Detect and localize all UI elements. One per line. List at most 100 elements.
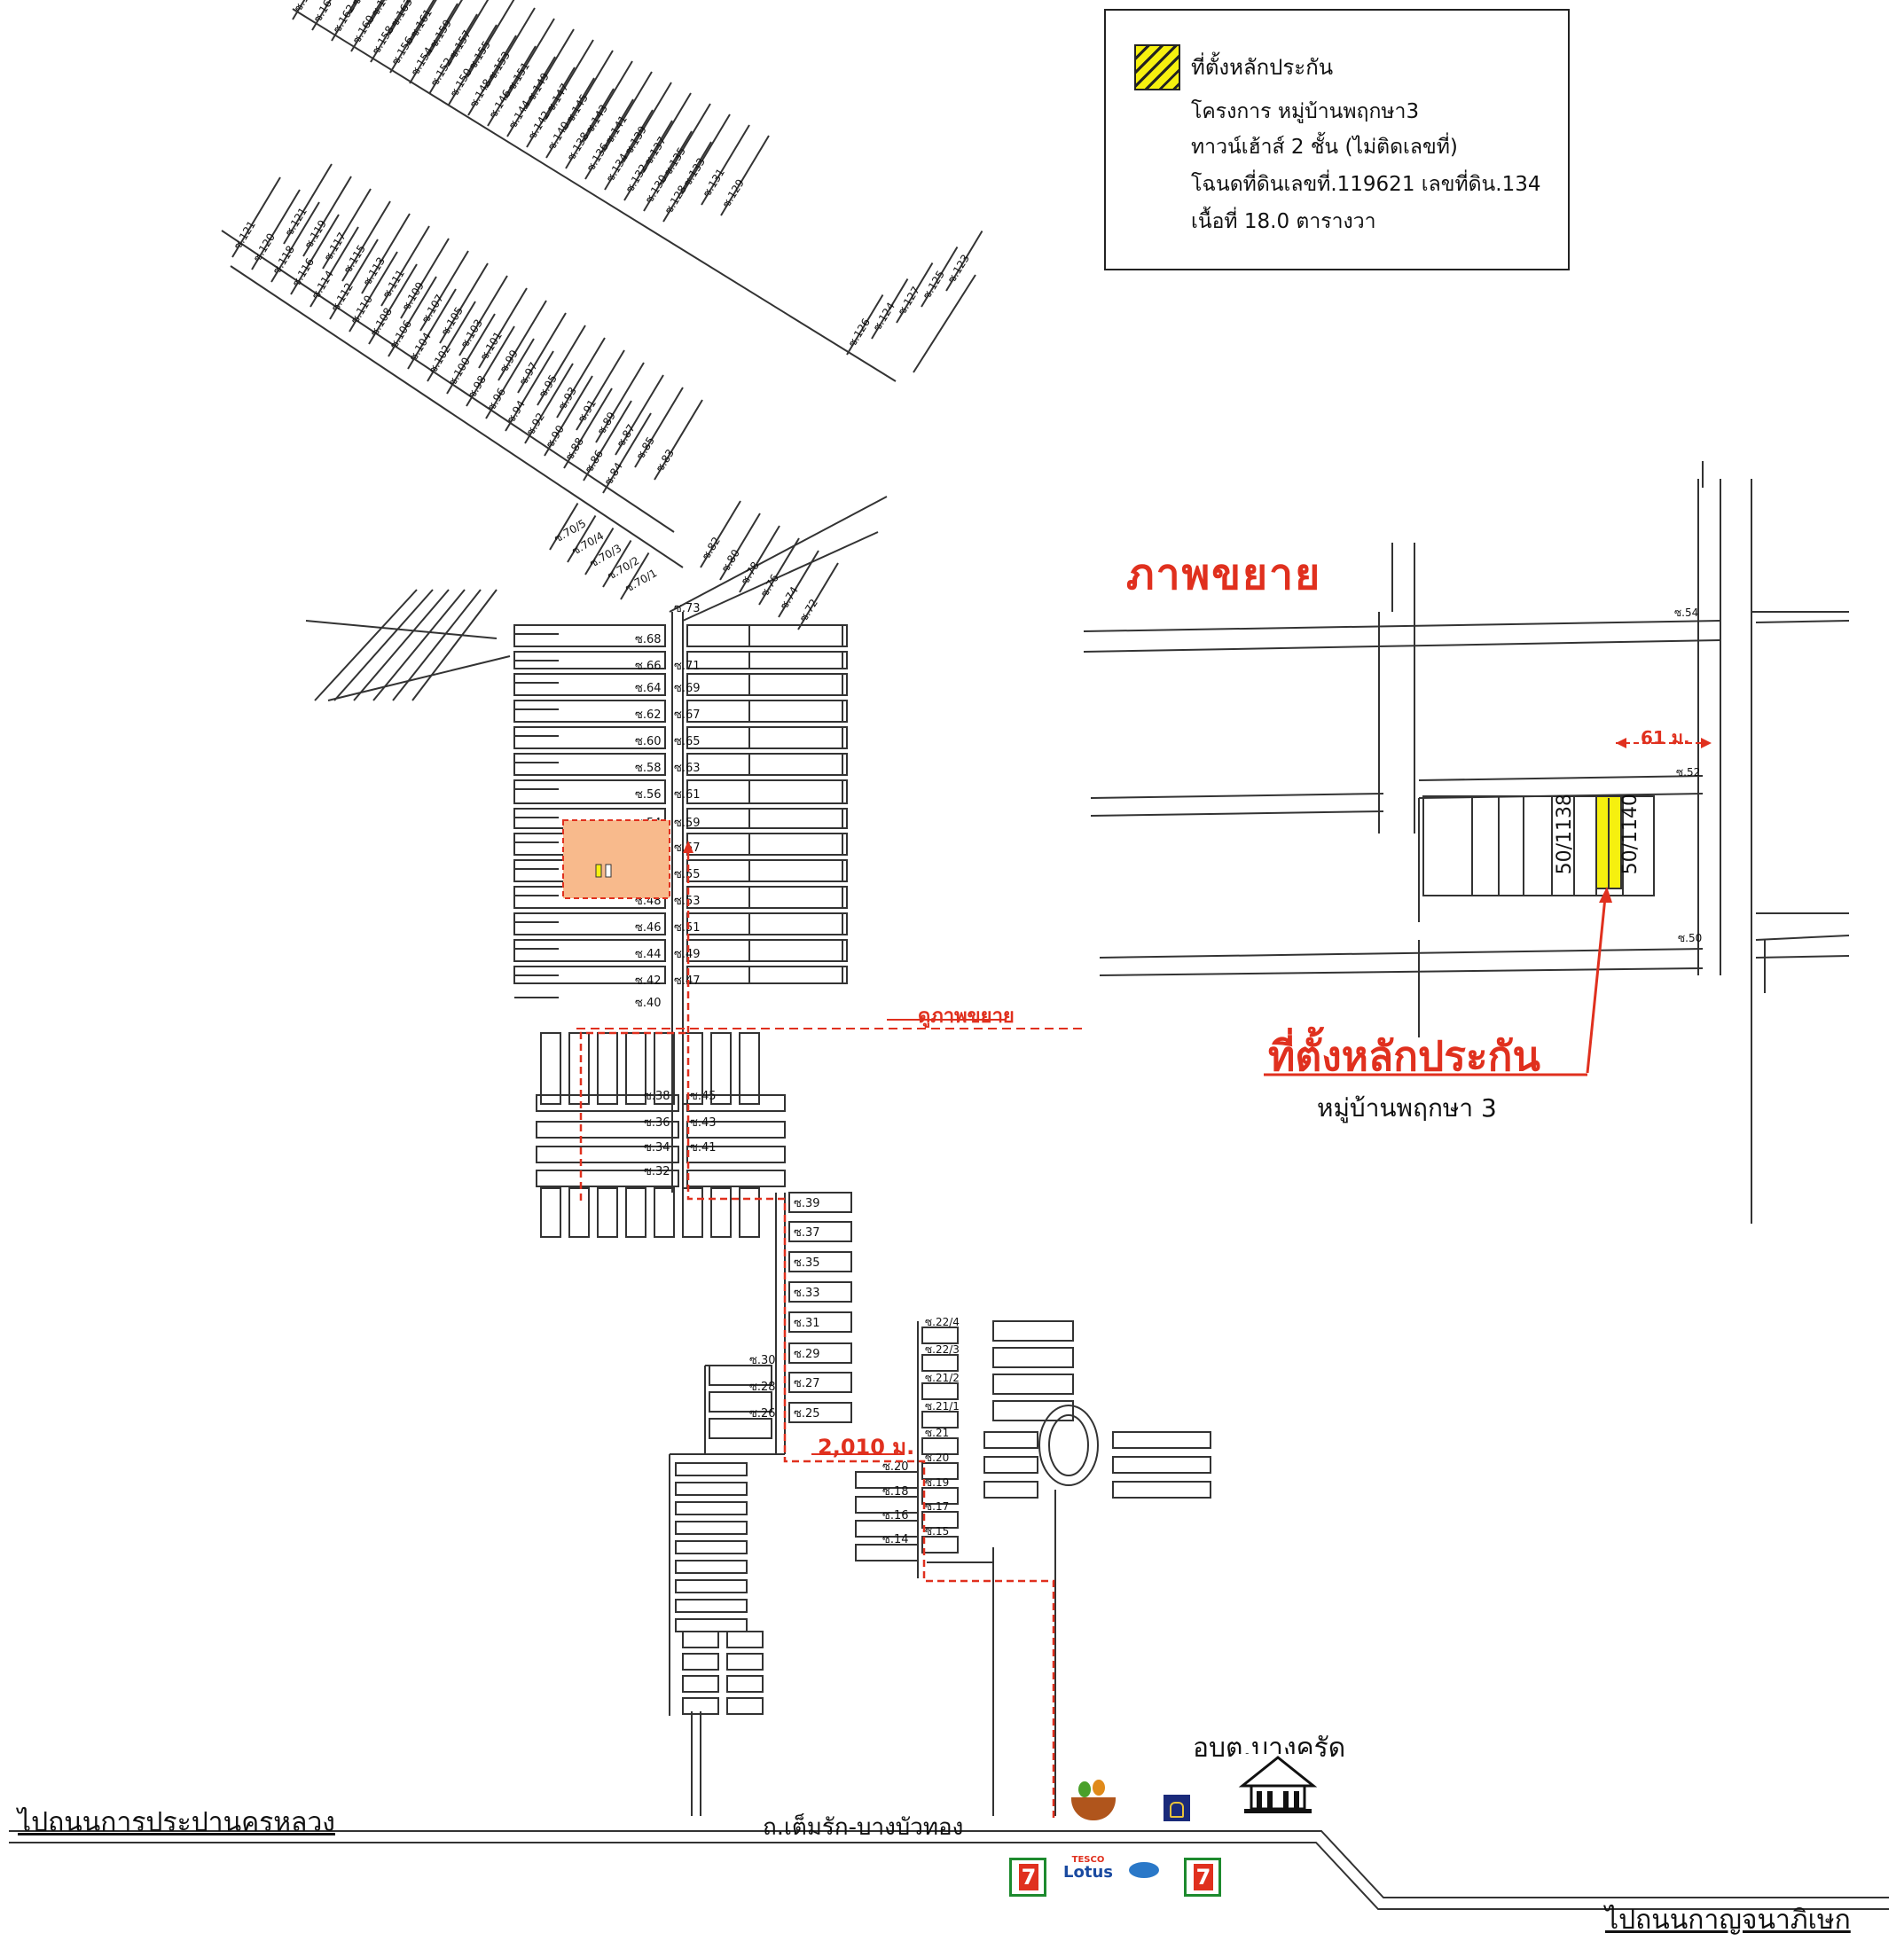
grid-block xyxy=(992,1320,1074,1342)
diag-road xyxy=(517,312,567,394)
lot-strip xyxy=(625,1032,646,1105)
lot-strip xyxy=(710,1032,732,1105)
soi-label: ซ.78 xyxy=(739,560,762,587)
soi-label: ซ.140 xyxy=(545,120,572,153)
soi-label: ซ.60 xyxy=(635,735,662,748)
lot-row xyxy=(1422,795,1655,896)
enlarged-soi-label: ซ.50 xyxy=(1678,932,1702,944)
diag-road xyxy=(439,262,489,344)
grid-block xyxy=(748,886,848,909)
soi-label: ซ.155 xyxy=(466,39,493,72)
soi-label: ซ.86 xyxy=(583,448,606,475)
market-basket-icon xyxy=(1071,1778,1123,1824)
soi-label: ซ.14 xyxy=(882,1533,909,1546)
soi-label: ซ.16 xyxy=(882,1509,909,1522)
diag-road xyxy=(595,362,645,443)
soi-label: ซ.62 xyxy=(635,708,662,722)
diag-road xyxy=(322,188,372,270)
lot-strip xyxy=(540,1032,561,1105)
grid-block xyxy=(513,753,666,776)
soi-label: ซ.130 xyxy=(643,173,670,206)
diag-road xyxy=(602,539,632,588)
soi-label: ซ.21/1 xyxy=(925,1400,960,1413)
grid-block xyxy=(686,753,843,776)
dimension-arrow xyxy=(1616,738,1626,748)
soi-label: ซ.131 xyxy=(701,167,727,200)
diag-road xyxy=(642,92,692,174)
soi-label: ซ.135 xyxy=(662,145,688,178)
soi-label: ซ.93 xyxy=(556,385,579,412)
grid-block xyxy=(682,1631,719,1648)
diag-road xyxy=(643,130,693,212)
soi-label: ซ.58 xyxy=(635,762,662,775)
plot-50-1138: 50/1138 xyxy=(1554,794,1576,875)
soi-label: ซ.83 xyxy=(654,447,677,474)
enlarged-map-lines: ซ.54ซ.52ซ.50 xyxy=(1083,461,1850,1224)
soi-label: ซ.26 xyxy=(749,1407,776,1421)
diag-road xyxy=(662,103,711,184)
grid-block xyxy=(686,939,843,962)
grid-block xyxy=(675,1618,748,1632)
soi-label: ซ.120 xyxy=(251,231,278,264)
diag-road xyxy=(498,300,547,381)
diag-road xyxy=(584,98,634,180)
diag-road xyxy=(370,0,410,63)
soi-label: ซ.46 xyxy=(635,921,662,935)
diag-road xyxy=(409,3,458,84)
grid-block xyxy=(921,1437,959,1455)
lot-strip xyxy=(540,1187,561,1238)
soi-label: ซ.141 xyxy=(603,113,630,146)
roundabout xyxy=(1038,1405,1099,1486)
legend-title: ที่ตั้งหลักประกัน xyxy=(1191,55,1334,80)
soi-label: ซ.89 xyxy=(595,410,618,437)
soi-label: ซ.67 xyxy=(674,708,701,722)
diag-road xyxy=(283,163,333,245)
soi-label: ซ.15 xyxy=(925,1525,949,1538)
diag-road xyxy=(526,67,576,148)
diag-road xyxy=(662,141,712,223)
fan-road xyxy=(411,589,498,701)
diag-road xyxy=(309,226,359,308)
soi-label: ซ.30 xyxy=(749,1354,776,1367)
diag-road xyxy=(545,77,595,159)
diag-cross xyxy=(221,230,675,533)
highway-top xyxy=(9,1830,1889,1898)
grid-block xyxy=(686,808,843,829)
grid-block xyxy=(788,1372,852,1393)
soi-label: ซ.112 xyxy=(329,281,356,314)
diag-road xyxy=(329,239,379,320)
grid-block xyxy=(748,726,848,749)
location-pointer xyxy=(1586,896,1607,1074)
soi-label: ซ.76 xyxy=(758,572,781,599)
grid-block xyxy=(748,939,848,962)
soi-label: ซ.22/4 xyxy=(925,1316,960,1328)
soi-label: ซ.162 xyxy=(331,3,357,35)
grid-block xyxy=(726,1653,764,1671)
grid-block xyxy=(921,1354,959,1372)
diag-road xyxy=(758,537,800,606)
soi-label: ซ.137 xyxy=(642,135,669,168)
soi-label: ซ.40 xyxy=(635,997,662,1010)
enlarged-view-title: ภาพขยาย xyxy=(1126,550,1322,599)
grid-block xyxy=(686,886,843,909)
diag-road xyxy=(797,562,839,630)
legend-area: เนื้อที่ 18.0 ตารางวา xyxy=(1191,210,1376,233)
soi-label: ซ.159 xyxy=(427,18,454,51)
diag-road xyxy=(349,251,398,333)
soi-label: ซ.128 xyxy=(662,184,689,216)
soi-label: ซ.124 xyxy=(871,301,897,333)
village-name: หมู่บ้านพฤกษา 3 xyxy=(1317,1093,1497,1123)
fan-road xyxy=(333,589,434,701)
soi-label: ซ.146 xyxy=(487,88,513,121)
diag-road xyxy=(467,35,517,116)
route-distance: 2,010 ม. xyxy=(818,1435,915,1460)
diag-road xyxy=(549,502,579,551)
diag-road xyxy=(506,56,556,137)
diag-road xyxy=(388,276,437,357)
diag-road xyxy=(681,113,731,195)
grid-block xyxy=(983,1481,1038,1499)
grid-block xyxy=(1112,1456,1211,1474)
soi-label: ซ.32 xyxy=(644,1165,670,1178)
soi-label: ซ.68 xyxy=(635,633,662,646)
soi-label: ซ.71 xyxy=(674,660,701,673)
